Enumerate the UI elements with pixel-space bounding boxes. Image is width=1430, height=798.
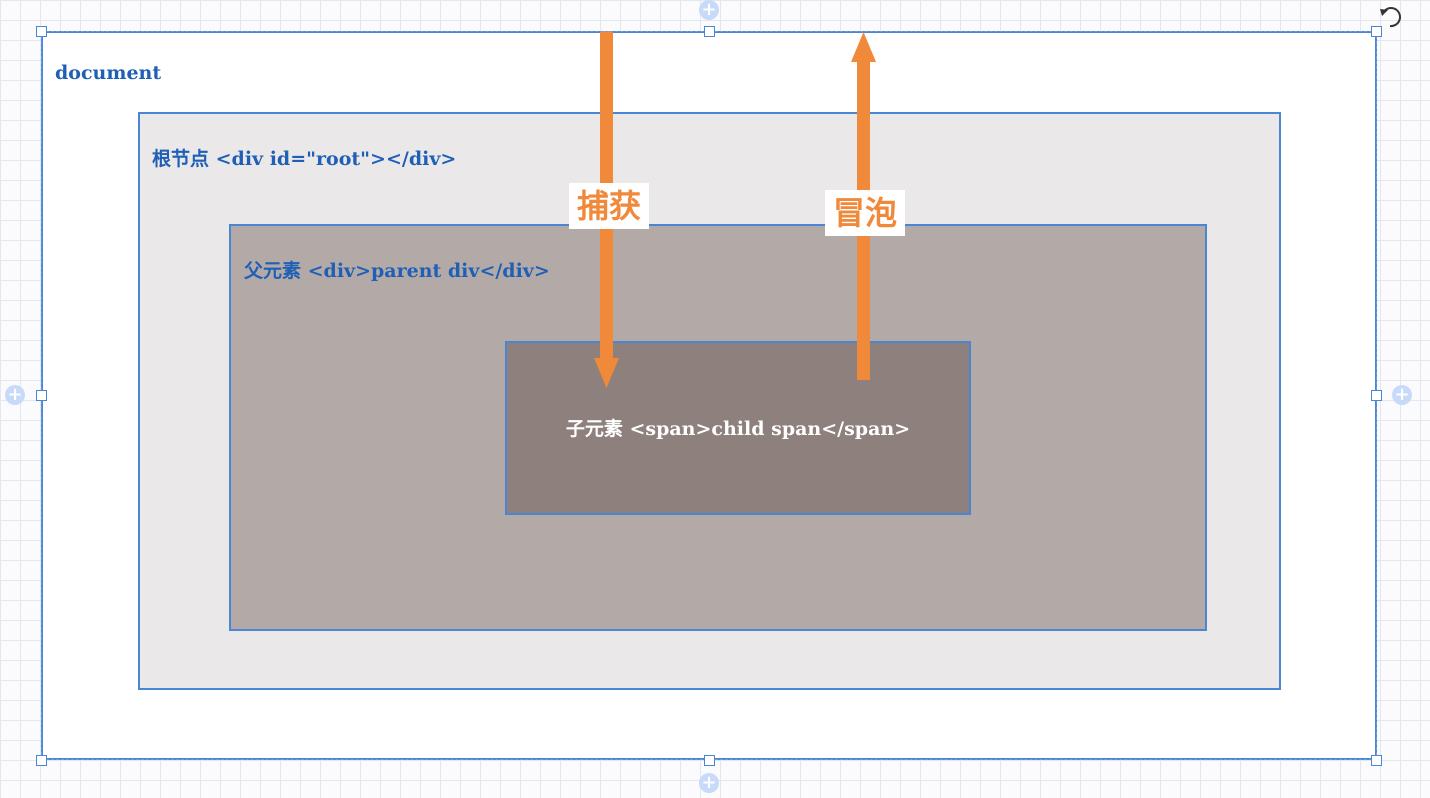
resize-handle-top-right[interactable]	[1371, 26, 1382, 37]
resize-handle-left[interactable]	[36, 390, 47, 401]
add-right-plus-icon[interactable]: +	[1392, 385, 1412, 405]
resize-handle-top[interactable]	[704, 26, 715, 37]
resize-handle-right[interactable]	[1371, 390, 1382, 401]
resize-handle-bottom-left[interactable]	[36, 755, 47, 766]
resize-handle-bottom-right[interactable]	[1371, 755, 1382, 766]
child-element-label: 子元素 <span>child span</span>	[565, 418, 911, 440]
rotate-icon[interactable]	[1378, 4, 1404, 30]
root-node-label: 根节点 <div id="root"></div>	[152, 148, 457, 170]
bubble-label: 冒泡	[825, 190, 905, 236]
document-label: document	[55, 62, 162, 84]
add-left-plus-icon[interactable]: +	[5, 385, 25, 405]
child-element-shape[interactable]	[505, 341, 971, 515]
resize-handle-bottom[interactable]	[704, 755, 715, 766]
resize-handle-top-left[interactable]	[36, 26, 47, 37]
add-bottom-plus-icon[interactable]: +	[699, 773, 719, 793]
parent-element-label: 父元素 <div>parent div</div>	[244, 260, 550, 282]
capture-label: 捕获	[569, 183, 649, 229]
add-top-plus-icon[interactable]: +	[699, 0, 719, 20]
